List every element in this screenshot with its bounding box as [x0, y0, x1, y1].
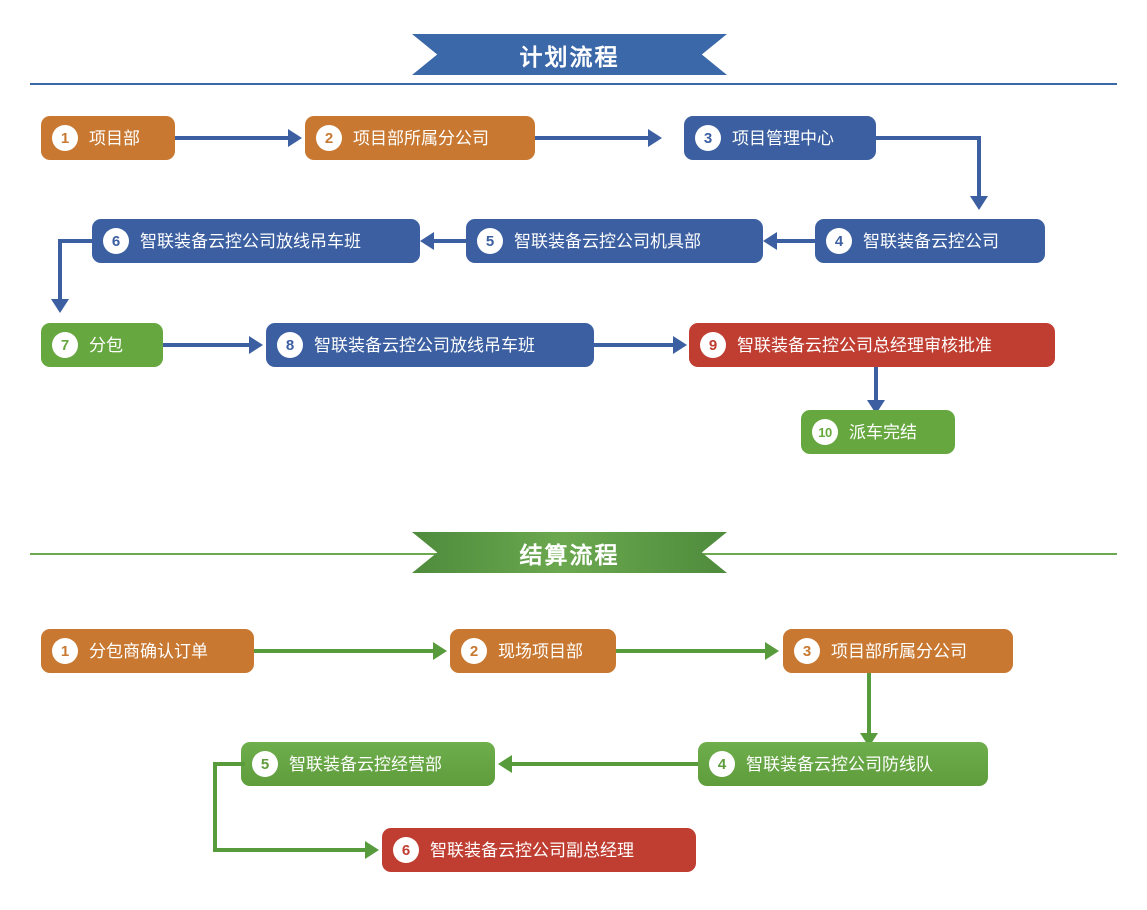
plan-edge-7-8 [163, 343, 249, 347]
settle-edge-2-3 [616, 649, 765, 653]
plan-edge-3-4-horizontal [876, 136, 981, 140]
plan-edge-6-7-horizontal [58, 239, 98, 243]
node-label: 现场项目部 [498, 641, 583, 661]
plan-edge-8-9-arrowhead [673, 336, 687, 354]
settle-node-4[interactable]: 4 智联装备云控公司防线队 [698, 742, 988, 786]
node-number-badge: 3 [794, 638, 820, 664]
settle-node-2[interactable]: 2 现场项目部 [450, 629, 616, 673]
settle-node-1[interactable]: 1 分包商确认订单 [41, 629, 254, 673]
plan-edge-6-7-vertical [58, 239, 62, 301]
settle-edge-5-6-arrowhead [365, 841, 379, 859]
node-label: 项目部 [89, 128, 140, 148]
node-label: 项目管理中心 [732, 128, 834, 148]
plan-edge-1-2-arrowhead [288, 129, 302, 147]
node-number-badge: 2 [461, 638, 487, 664]
node-label: 智联装备云控公司防线队 [746, 754, 933, 774]
node-number-badge: 1 [52, 638, 78, 664]
plan-edge-2-3 [535, 136, 648, 140]
node-number-badge: 4 [709, 751, 735, 777]
node-label: 智联装备云控公司副总经理 [430, 840, 634, 860]
node-label: 智联装备云控经营部 [289, 754, 442, 774]
settle-edge-1-2 [254, 649, 433, 653]
node-number-badge: 3 [695, 125, 721, 151]
plan-node-6[interactable]: 6 智联装备云控公司放线吊车班 [92, 219, 420, 263]
settle-edge-1-2-arrowhead [433, 642, 447, 660]
node-number-badge: 5 [477, 228, 503, 254]
plan-node-2[interactable]: 2 项目部所属分公司 [305, 116, 535, 160]
settle-edge-5-6-vertical [213, 762, 217, 852]
node-number-badge: 6 [103, 228, 129, 254]
plan-edge-4-5-arrowhead [763, 232, 777, 250]
node-number-badge: 8 [277, 332, 303, 358]
plan-edge-9-10 [874, 367, 878, 403]
plan-edge-3-4-arrowhead [970, 196, 988, 210]
node-number-badge: 9 [700, 332, 726, 358]
settle-edge-2-3-arrowhead [765, 642, 779, 660]
plan-node-1[interactable]: 1 项目部 [41, 116, 175, 160]
plan-node-4[interactable]: 4 智联装备云控公司 [815, 219, 1045, 263]
node-label: 分包 [89, 335, 123, 355]
node-number-badge: 7 [52, 332, 78, 358]
plan-node-5[interactable]: 5 智联装备云控公司机具部 [466, 219, 763, 263]
node-number-badge: 2 [316, 125, 342, 151]
node-number-badge: 5 [252, 751, 278, 777]
node-number-badge: 4 [826, 228, 852, 254]
node-label: 智联装备云控公司总经理审核批准 [737, 335, 992, 355]
settle-node-5[interactable]: 5 智联装备云控经营部 [241, 742, 495, 786]
plan-edge-8-9 [594, 343, 673, 347]
plan-edge-3-4-vertical [977, 136, 981, 198]
node-label: 智联装备云控公司 [863, 231, 999, 251]
plan-node-9[interactable]: 9 智联装备云控公司总经理审核批准 [689, 323, 1055, 367]
settle-node-6[interactable]: 6 智联装备云控公司副总经理 [382, 828, 696, 872]
node-label: 派车完结 [849, 422, 917, 442]
settle-edge-4-5-arrowhead [498, 755, 512, 773]
node-label: 项目部所属分公司 [353, 128, 489, 148]
settle-edge-4-5 [512, 762, 698, 766]
plan-edge-5-6-arrowhead [420, 232, 434, 250]
node-label: 智联装备云控公司放线吊车班 [140, 231, 361, 251]
plan-edge-5-6 [434, 239, 466, 243]
node-label: 智联装备云控公司放线吊车班 [314, 335, 535, 355]
node-number-badge: 1 [52, 125, 78, 151]
settle-edge-5-6-bottom [213, 848, 365, 852]
plan-node-8[interactable]: 8 智联装备云控公司放线吊车班 [266, 323, 594, 367]
plan-edge-4-5 [777, 239, 815, 243]
settle-section-title: 结算流程 [519, 541, 620, 568]
node-number-badge: 6 [393, 837, 419, 863]
plan-edge-2-3-arrowhead [648, 129, 662, 147]
node-label: 分包商确认订单 [89, 641, 208, 661]
plan-node-3[interactable]: 3 项目管理中心 [684, 116, 876, 160]
plan-divider-line [30, 83, 1117, 85]
plan-edge-6-7-arrowhead [51, 299, 69, 313]
settle-section-banner: 结算流程 [412, 532, 727, 573]
node-number-badge: 10 [812, 419, 838, 445]
node-label: 智联装备云控公司机具部 [514, 231, 701, 251]
plan-section-title: 计划流程 [519, 43, 620, 70]
plan-section-banner: 计划流程 [412, 34, 727, 75]
plan-edge-1-2 [175, 136, 288, 140]
settle-node-3[interactable]: 3 项目部所属分公司 [783, 629, 1013, 673]
plan-edge-7-8-arrowhead [249, 336, 263, 354]
plan-node-7[interactable]: 7 分包 [41, 323, 163, 367]
settle-edge-5-6-top [213, 762, 245, 766]
node-label: 项目部所属分公司 [831, 641, 967, 661]
plan-node-10[interactable]: 10 派车完结 [801, 410, 955, 454]
settle-edge-3-4 [867, 673, 871, 736]
